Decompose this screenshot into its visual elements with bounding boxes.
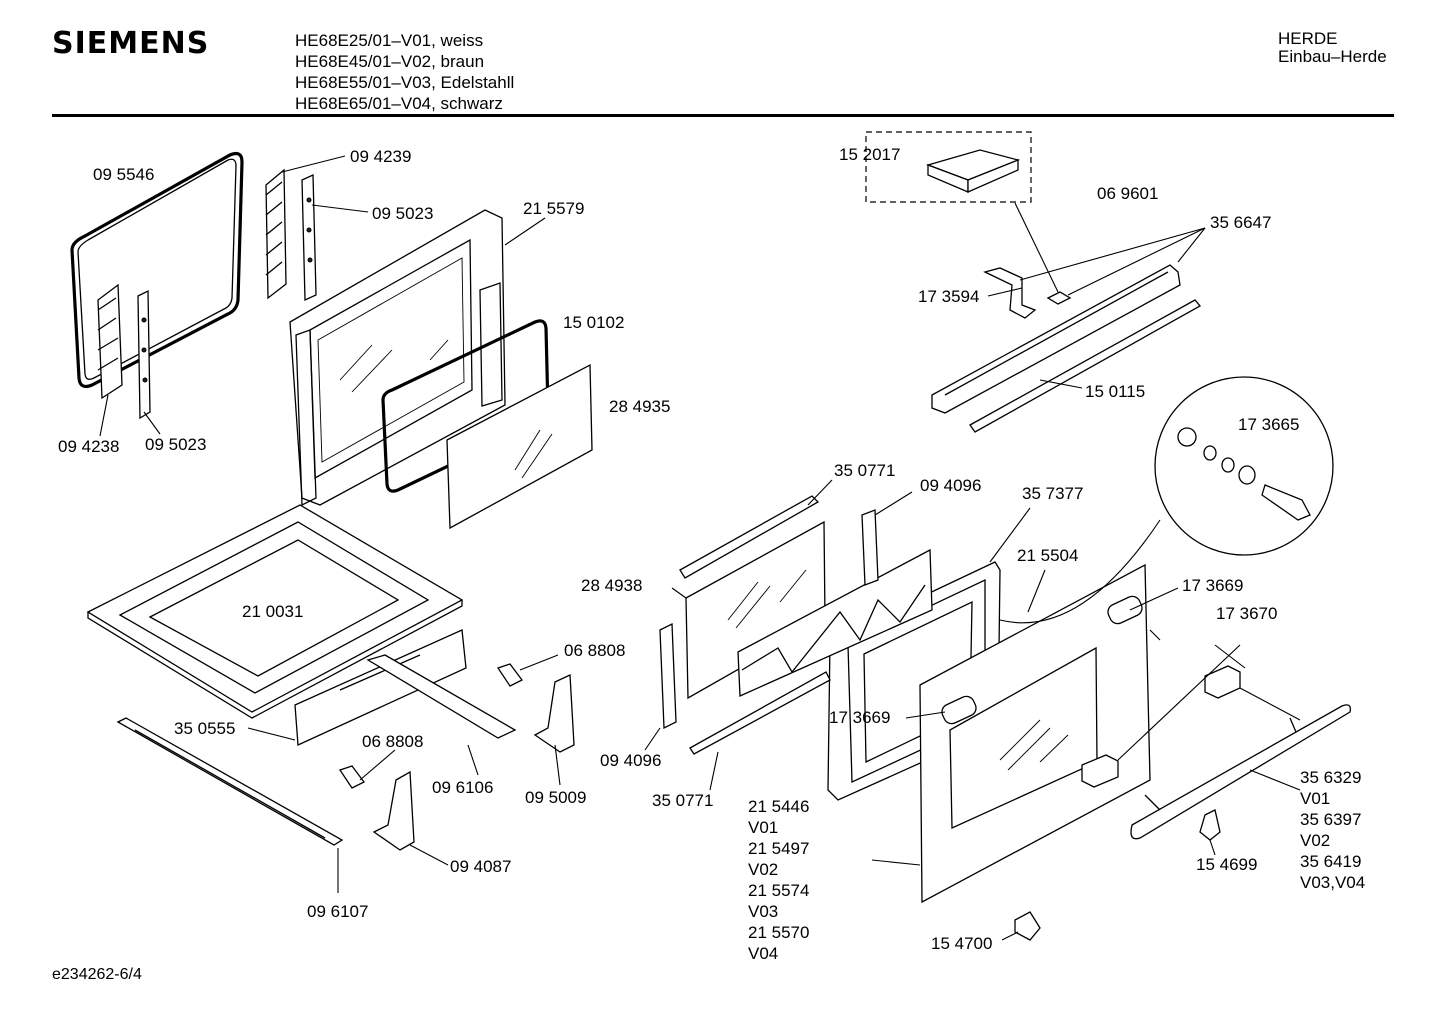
label-094239: 09 4239 <box>350 147 411 166</box>
label-door-variant: 21 5446 <box>748 797 809 816</box>
label-door-variant: 21 5570 <box>748 923 809 942</box>
label-350771-bottom: 35 0771 <box>652 791 713 810</box>
oven-base-plate-210031 <box>86 504 464 719</box>
model-line: HE68E65/01–V04, schwarz <box>295 94 503 113</box>
product-category: HERDE Einbau–Herde <box>1278 30 1387 66</box>
door-strip-350771-bottom <box>689 671 831 755</box>
clip-068808-b <box>338 765 365 789</box>
label-173665: 17 3665 <box>1238 415 1299 434</box>
model-line: HE68E55/01–V03, Edelstahll <box>295 73 515 92</box>
model-list: HE68E25/01–V01, weiss HE68E45/01–V02, br… <box>295 30 514 114</box>
side-rail-096107 <box>116 717 344 846</box>
label-handle-variant: V01 <box>1300 789 1330 808</box>
label-356647: 35 6647 <box>1210 213 1271 232</box>
inner-glass-284935 <box>446 363 593 530</box>
hinge-screw-detail-173665 <box>1154 376 1334 556</box>
label-150102: 15 0102 <box>563 313 624 332</box>
hinge-clip-154699 <box>1199 809 1221 841</box>
label-173669-right: 17 3669 <box>1182 576 1243 595</box>
brand-logo: SIEMENS <box>52 26 210 61</box>
side-profile-094096-left <box>659 622 677 730</box>
clip-068808-a <box>496 663 523 687</box>
label-handle-variant: 35 6397 <box>1300 810 1361 829</box>
outer-door-panel <box>919 563 1151 904</box>
door-strip-350771-top <box>679 495 820 579</box>
model-line: HE68E45/01–V02, braun <box>295 52 485 71</box>
document-id: e234262-6/4 <box>52 966 142 983</box>
model-line: HE68E25/01–V01, weiss <box>295 31 484 50</box>
category-line: Einbau–Herde <box>1278 47 1387 66</box>
header-rule <box>52 114 1394 117</box>
handle-mount-173670 <box>1081 665 1241 788</box>
label-095023-bottom: 09 5023 <box>145 435 206 454</box>
label-handle-variant: V02 <box>1300 831 1330 850</box>
side-rack-094238 <box>97 283 123 400</box>
label-095546: 09 5546 <box>93 165 154 184</box>
label-door-variant: 21 5497 <box>748 839 809 858</box>
label-096106: 09 6106 <box>432 778 493 797</box>
label-173670: 17 3670 <box>1216 604 1277 623</box>
label-350555: 35 0555 <box>174 719 235 738</box>
bracket-173594 <box>983 267 1037 319</box>
label-150115: 15 0115 <box>1085 382 1145 401</box>
front-strip-350555 <box>294 629 467 746</box>
label-094096-left: 09 4096 <box>600 751 661 770</box>
label-door-variant: V02 <box>748 860 778 879</box>
label-095009: 09 5009 <box>525 788 586 807</box>
panel-strip-150115 <box>969 299 1202 433</box>
label-096107: 09 6107 <box>307 902 368 921</box>
label-069601: 06 9601 <box>1097 184 1158 203</box>
hinge-clip-154700 <box>1014 911 1041 941</box>
label-173669-left: 17 3669 <box>829 708 890 727</box>
door-handle-356329 <box>1130 704 1351 840</box>
label-handle-variant: 35 6419 <box>1300 852 1361 871</box>
label-door-variant: 21 5574 <box>748 881 809 900</box>
category-line: HERDE <box>1278 29 1338 48</box>
support-rail-096106 <box>366 654 517 739</box>
label-095023-top: 09 5023 <box>372 204 433 223</box>
label-284938: 28 4938 <box>581 576 642 595</box>
label-173594: 17 3594 <box>918 287 979 306</box>
label-door-variant: V01 <box>748 818 778 837</box>
oven-gasket-095546 <box>70 151 244 389</box>
label-094087: 09 4087 <box>450 857 511 876</box>
label-154700: 15 4700 <box>931 934 992 953</box>
side-rack-094239 <box>265 168 287 300</box>
side-profile-094096-right <box>861 509 879 586</box>
small-block-069601 <box>1046 291 1072 305</box>
label-door-variant: V04 <box>748 944 778 963</box>
label-215504: 21 5504 <box>1017 546 1078 565</box>
label-068808-a: 06 8808 <box>564 641 625 660</box>
bracket-094087 <box>372 770 415 851</box>
label-215579: 21 5579 <box>523 199 584 218</box>
part-number-labels: 09 5546 09 4239 09 5023 21 5579 15 0102 … <box>58 145 1365 963</box>
bracket-095009 <box>533 674 575 753</box>
label-094096-right: 09 4096 <box>920 476 981 495</box>
label-154699: 15 4699 <box>1196 855 1257 874</box>
rack-bracket-095023-bottom <box>137 289 151 420</box>
label-door-variant: V03 <box>748 902 778 921</box>
label-284935: 28 4935 <box>609 397 670 416</box>
label-152017: 15 2017 <box>839 145 900 164</box>
label-handle-variant: 35 6329 <box>1300 768 1361 787</box>
label-068808-b: 06 8808 <box>362 732 423 751</box>
control-panel-trim-356647 <box>931 264 1181 414</box>
rack-bracket-095023-top <box>301 174 317 301</box>
label-094238: 09 4238 <box>58 437 119 456</box>
label-357377: 35 7377 <box>1022 484 1083 503</box>
muffle-front-frame-215579 <box>289 209 506 507</box>
kit-box-152017-frame <box>865 131 1032 203</box>
leader-lines <box>99 155 1301 941</box>
label-210031: 21 0031 <box>242 602 303 621</box>
label-350771-top: 35 0771 <box>834 461 895 480</box>
label-handle-variant: V03,V04 <box>1300 873 1365 892</box>
